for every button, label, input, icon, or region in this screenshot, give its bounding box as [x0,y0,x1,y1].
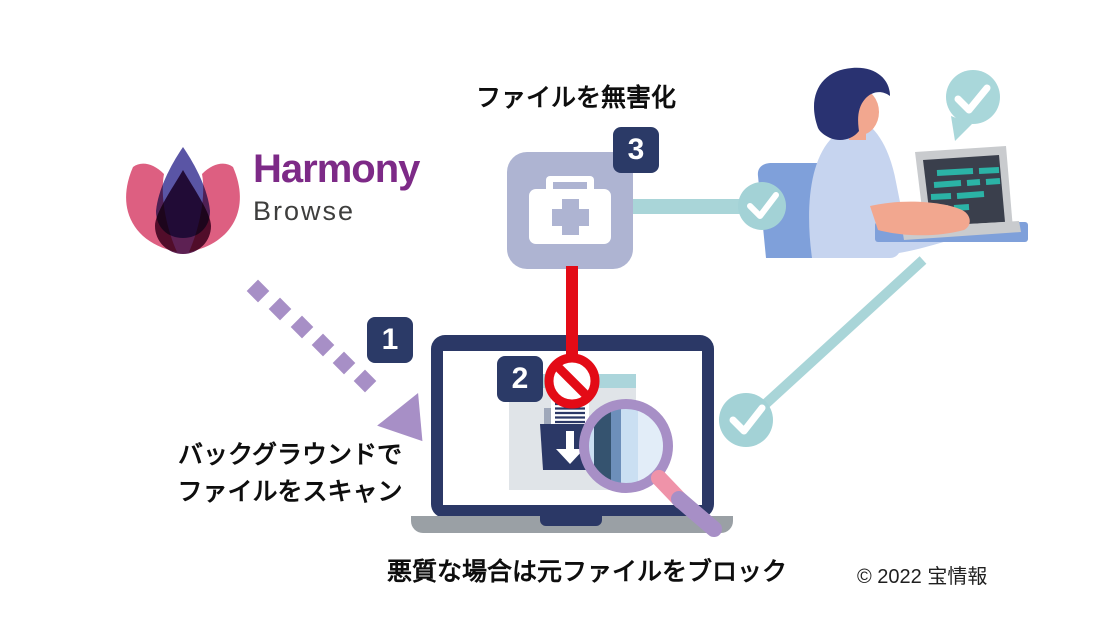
magnifier-icon [579,399,722,537]
connector-line-diagonal [744,256,927,424]
step-badge-1: 1 [367,317,413,363]
person-hand [870,201,970,236]
block-line [566,266,578,361]
harmony-browse-logo: Harmony Browse [253,147,420,226]
check-circle-icon [738,182,786,230]
connector-line-horizontal [632,199,764,214]
caption-scan: バックグラウンドで ファイルをスキャン [170,437,410,511]
caption-sanitize: ファイルを無害化 [476,84,677,112]
download-folder-icon [540,424,589,470]
dotted-arrow-icon [246,279,423,442]
logo-brand-text: Harmony [253,147,420,191]
check-speech-bubble-icon [946,70,1000,141]
person-hair [813,67,890,140]
person-at-desk-illustration [757,67,1028,258]
logo-product-text: Browse [253,196,356,226]
step-badge-3: 3 [613,127,659,173]
prohibition-icon [544,353,600,409]
check-circle-icon [719,393,773,447]
caption-scan-line2: ファイルをスキャン [177,478,403,506]
lotus-flower-icon [126,147,240,254]
caption-block: 悪質な場合は元ファイルをブロック [387,558,788,586]
first-aid-kit-icon [507,152,633,269]
copyright-text: © 2022 宝情報 [857,566,988,588]
caption-scan-line1: バックグラウンドで [177,441,402,469]
step-badge-2: 2 [497,356,543,402]
